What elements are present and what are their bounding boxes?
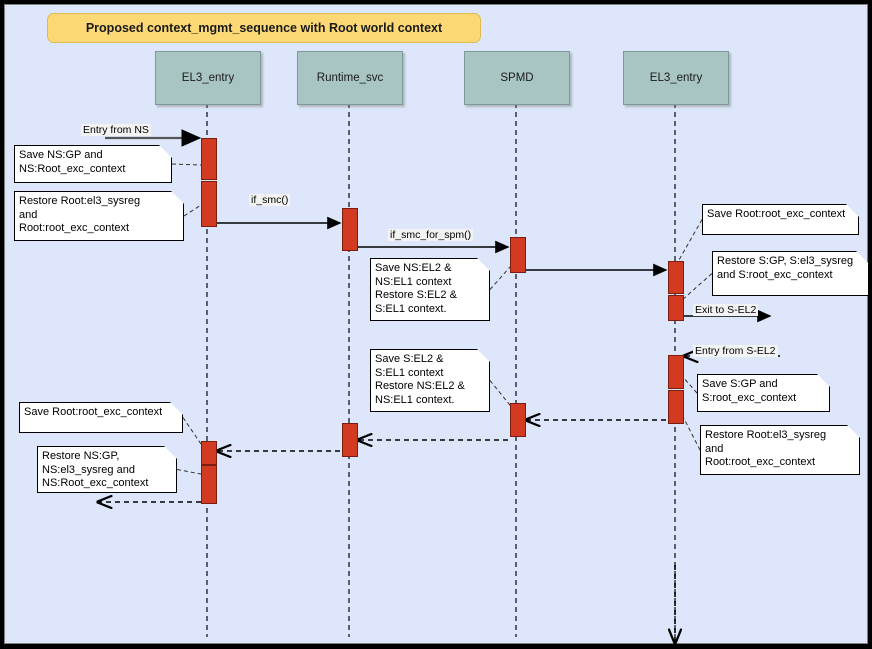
lifeline-label: SPMD: [500, 72, 534, 84]
note-n3[interactable]: Save NS:EL2 & NS:EL1 context Restore S:E…: [370, 258, 490, 321]
diagram-title-text: Proposed context_mgmt_sequence with Root…: [85, 21, 443, 35]
note-n7[interactable]: Restore Root:el3_sysreg and Root:root_ex…: [700, 425, 860, 475]
diagram-canvas: Proposed context_mgmt_sequence with Root…: [4, 4, 869, 645]
note-anchor-n10: [176, 469, 202, 475]
lifeline-head-spmd-2[interactable]: SPMD: [464, 51, 570, 105]
lifeline-label: Runtime_svc: [316, 72, 384, 84]
message-label-m1: Entry from NS: [81, 124, 151, 136]
activation-bar-a6[interactable]: [668, 295, 684, 321]
note-n8[interactable]: Save S:EL2 & S:EL1 context Restore NS:EL…: [370, 349, 490, 412]
note-text: Restore NS:GP, NS:el3_sysreg and NS:Root…: [42, 450, 149, 489]
activation-bar-a3[interactable]: [342, 208, 358, 251]
activation-bar-a1[interactable]: [201, 138, 217, 180]
note-n2[interactable]: Restore Root:el3_sysreg and Root:root_ex…: [14, 191, 184, 241]
activation-bar-a8[interactable]: [668, 390, 684, 424]
note-text: Save NS:EL2 & NS:EL1 context Restore S:E…: [375, 262, 457, 315]
message-label-m3: if_smc_for_spm(): [388, 229, 474, 241]
lifeline-head-runtime_svc-1[interactable]: Runtime_svc: [297, 51, 403, 105]
activation-bar-a5[interactable]: [668, 261, 684, 294]
lifeline-head-el3_entry-0[interactable]: EL3_entry: [155, 51, 261, 105]
activation-bar-a11[interactable]: [201, 441, 217, 465]
diagram-title-box: Proposed context_mgmt_sequence with Root…: [47, 13, 481, 43]
note-text: Save Root:root_exc_context: [24, 406, 163, 418]
lifeline-label: EL3_entry: [181, 72, 235, 84]
message-label-m5: Exit to S-EL2: [693, 304, 759, 316]
activation-bar-a9[interactable]: [510, 403, 526, 437]
activation-bar-a2[interactable]: [201, 181, 217, 227]
note-anchor-n1: [171, 163, 202, 166]
note-text: Save Root:root_exc_context: [707, 208, 846, 220]
note-text: Restore Root:el3_sysreg and Root:root_ex…: [705, 429, 827, 468]
activation-bar-a4[interactable]: [510, 237, 526, 273]
note-text: Save NS:GP and NS:Root_exc_context: [19, 149, 126, 175]
lifeline-label: EL3_entry: [649, 72, 703, 84]
note-text: Restore Root:el3_sysreg and Root:root_ex…: [19, 195, 141, 234]
note-text: Save S:GP and S:root_exc_context: [702, 378, 797, 404]
diagram-vector-layer: [5, 103, 869, 645]
note-n10[interactable]: Restore NS:GP, NS:el3_sysreg and NS:Root…: [37, 446, 177, 493]
note-anchor-n4: [674, 219, 703, 268]
note-n1[interactable]: Save NS:GP and NS:Root_exc_context: [14, 145, 172, 183]
lifeline-head-el3_entry-3[interactable]: EL3_entry: [623, 51, 729, 105]
message-label-m2: if_smc(): [249, 194, 291, 206]
note-n6[interactable]: Save S:GP and S:root_exc_context: [697, 374, 830, 412]
activation-bar-a10[interactable]: [342, 423, 358, 457]
note-n5[interactable]: Restore S:GP, S:el3_sysreg and S:root_ex…: [712, 251, 869, 296]
note-n4[interactable]: Save Root:root_exc_context: [702, 204, 859, 235]
message-label-m6: Entry from S-EL2: [693, 345, 778, 357]
activation-bar-a7[interactable]: [668, 355, 684, 389]
note-anchor-n2: [183, 204, 202, 217]
note-anchor-n6: [674, 367, 698, 394]
activation-bar-a12[interactable]: [201, 465, 217, 504]
note-text: Save S:EL2 & S:EL1 context Restore NS:EL…: [375, 353, 465, 406]
message-arrows-group: [98, 129, 780, 643]
note-n9[interactable]: Save Root:root_exc_context: [19, 402, 183, 433]
lifeline-dashes-group: [206, 103, 676, 637]
note-anchor-n3: [489, 266, 511, 290]
note-anchor-n9: [182, 417, 202, 445]
note-text: Restore S:GP, S:el3_sysreg and S:root_ex…: [717, 255, 854, 281]
